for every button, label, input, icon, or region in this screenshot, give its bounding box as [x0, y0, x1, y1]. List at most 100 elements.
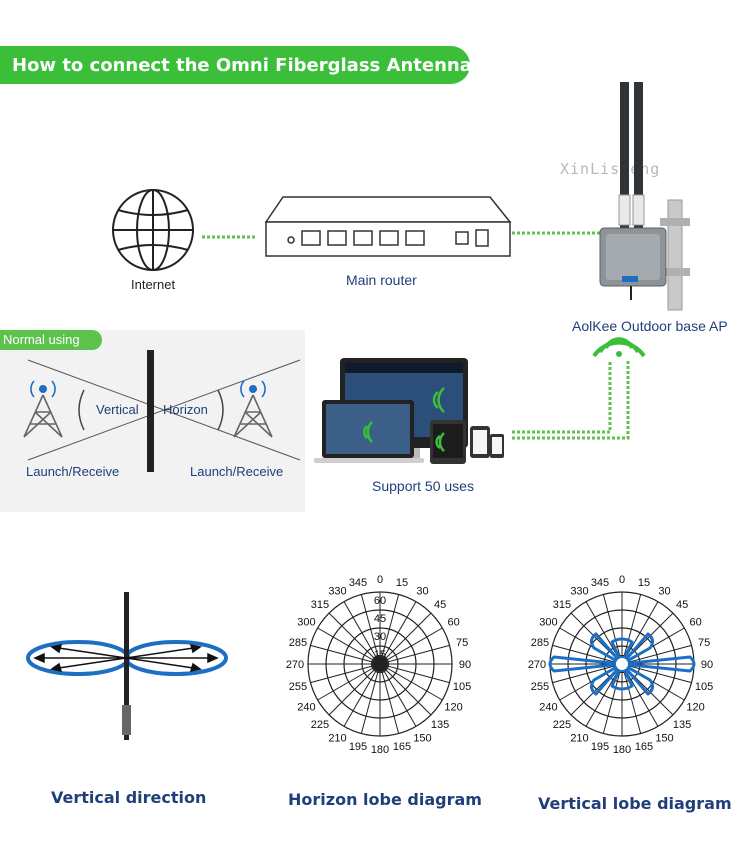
- support-label: Support 50 uses: [372, 478, 474, 494]
- polar-angle-label: 285: [531, 637, 549, 649]
- vertical-label: Vertical: [96, 402, 139, 417]
- normal-using-illustration: [27, 350, 301, 472]
- polar-spoke: [343, 601, 381, 665]
- polar-angle-label: 195: [591, 741, 609, 753]
- polar-spoke: [379, 663, 450, 684]
- polar-spoke: [343, 663, 381, 727]
- polar-angle-label: 210: [328, 733, 346, 745]
- polar-spoke: [602, 594, 623, 665]
- polar-spoke: [317, 627, 381, 665]
- polar-angle-label: 150: [413, 733, 431, 745]
- tower-icon-right: [233, 380, 273, 438]
- polar-angle-label: 225: [553, 719, 571, 731]
- polar-angle-label: 120: [444, 702, 462, 714]
- polar-spoke: [379, 594, 400, 665]
- vertical-direction-illustration: [26, 592, 228, 740]
- devices-icon: [314, 358, 504, 464]
- polar-radial-label: 45: [374, 613, 386, 625]
- polar-angle-label: 0: [377, 574, 383, 586]
- polar-radial-label: 60: [374, 595, 386, 607]
- polar-angle-label: 330: [328, 585, 346, 597]
- polar-spoke: [621, 663, 692, 684]
- polar-angle-label: 0: [619, 574, 625, 586]
- polar-angle-label: 210: [570, 733, 588, 745]
- wifi-signal-icon: [592, 337, 646, 358]
- normal-using-label: Normal using: [3, 332, 80, 347]
- polar-angle-label: 165: [393, 741, 411, 753]
- polar-angle-label: 90: [701, 659, 713, 671]
- polar-spoke: [552, 644, 623, 665]
- polar-angle-label: 30: [416, 585, 428, 597]
- polar-angle-label: 255: [531, 681, 549, 693]
- polar-spoke: [360, 663, 381, 734]
- router-icon: [264, 196, 512, 257]
- polar-angle-label: 225: [311, 719, 329, 731]
- polar-radial-label: 30: [374, 631, 386, 643]
- polar-angle-label: 330: [570, 585, 588, 597]
- polar-spoke: [621, 644, 692, 665]
- polar-angle-label: 135: [673, 719, 691, 731]
- polar-spoke: [310, 644, 381, 665]
- polar-angle-label: 195: [349, 741, 367, 753]
- polar-angle-label: 15: [396, 577, 408, 589]
- polar-angle-label: 60: [689, 617, 701, 629]
- polar-spoke: [317, 663, 381, 701]
- polar-spoke: [621, 663, 642, 734]
- polar-spoke: [379, 612, 432, 665]
- horizon-lobe-caption: Horizon lobe diagram: [288, 790, 482, 809]
- polar-angle-label: 315: [311, 599, 329, 611]
- polar-spoke: [379, 663, 400, 734]
- router-label: Main router: [346, 272, 417, 288]
- polar-angle-label: 105: [695, 681, 713, 693]
- polar-angle-label: 345: [591, 577, 609, 589]
- polar-spoke: [328, 612, 381, 665]
- polar-angle-label: 285: [289, 637, 307, 649]
- polar-angle-label: 75: [456, 637, 468, 649]
- polar-angle-label: 240: [297, 702, 315, 714]
- launch-receive-left: Launch/Receive: [26, 464, 120, 479]
- polar-spoke: [379, 627, 443, 665]
- polar-center: [614, 656, 630, 672]
- network-links: [202, 231, 630, 440]
- polar-spoke: [552, 663, 623, 684]
- horizon-label: Horizon: [163, 402, 208, 417]
- polar-angle-label: 30: [658, 585, 670, 597]
- polar-spoke: [621, 594, 642, 665]
- polar-angle-label: 345: [349, 577, 367, 589]
- title-banner: [0, 46, 470, 84]
- polar-angle-label: 315: [553, 599, 571, 611]
- polar-angle-label: 15: [638, 577, 650, 589]
- polar-angle-label: 120: [686, 702, 704, 714]
- polar-angle-label: 75: [698, 637, 710, 649]
- outdoor-ap-icon: [599, 82, 690, 311]
- vertical-lobe-pattern: [548, 632, 696, 696]
- polar-angle-label: 270: [286, 659, 304, 671]
- polar-angle-label: 240: [539, 702, 557, 714]
- normal-using-tab: [0, 330, 102, 350]
- polar-spoke: [379, 601, 417, 665]
- polar-spoke: [379, 644, 450, 665]
- vertical-direction-caption: Vertical direction: [51, 788, 207, 807]
- globe-icon: [112, 189, 194, 271]
- tower-icon-left: [23, 380, 63, 438]
- polar-spoke: [360, 594, 381, 665]
- launch-receive-right: Launch/Receive: [190, 464, 284, 479]
- polar-angle-label: 270: [528, 659, 546, 671]
- polar-angle-label: 180: [371, 744, 389, 756]
- polar-center: [372, 656, 388, 672]
- polar-spoke: [602, 663, 623, 734]
- page-title: How to connect the Omni Fiberglass Anten…: [12, 55, 504, 76]
- polar-angle-label: 45: [676, 599, 688, 611]
- polar-angle-label: 45: [434, 599, 446, 611]
- polar-angle-label: 150: [655, 733, 673, 745]
- polar-angle-label: 60: [447, 617, 459, 629]
- polar-angle-label: 105: [453, 681, 471, 693]
- polar-angle-label: 255: [289, 681, 307, 693]
- polar-spoke: [379, 663, 443, 701]
- polar-spoke: [379, 663, 417, 727]
- polar-spoke: [328, 663, 381, 716]
- polar-angle-label: 300: [297, 617, 315, 629]
